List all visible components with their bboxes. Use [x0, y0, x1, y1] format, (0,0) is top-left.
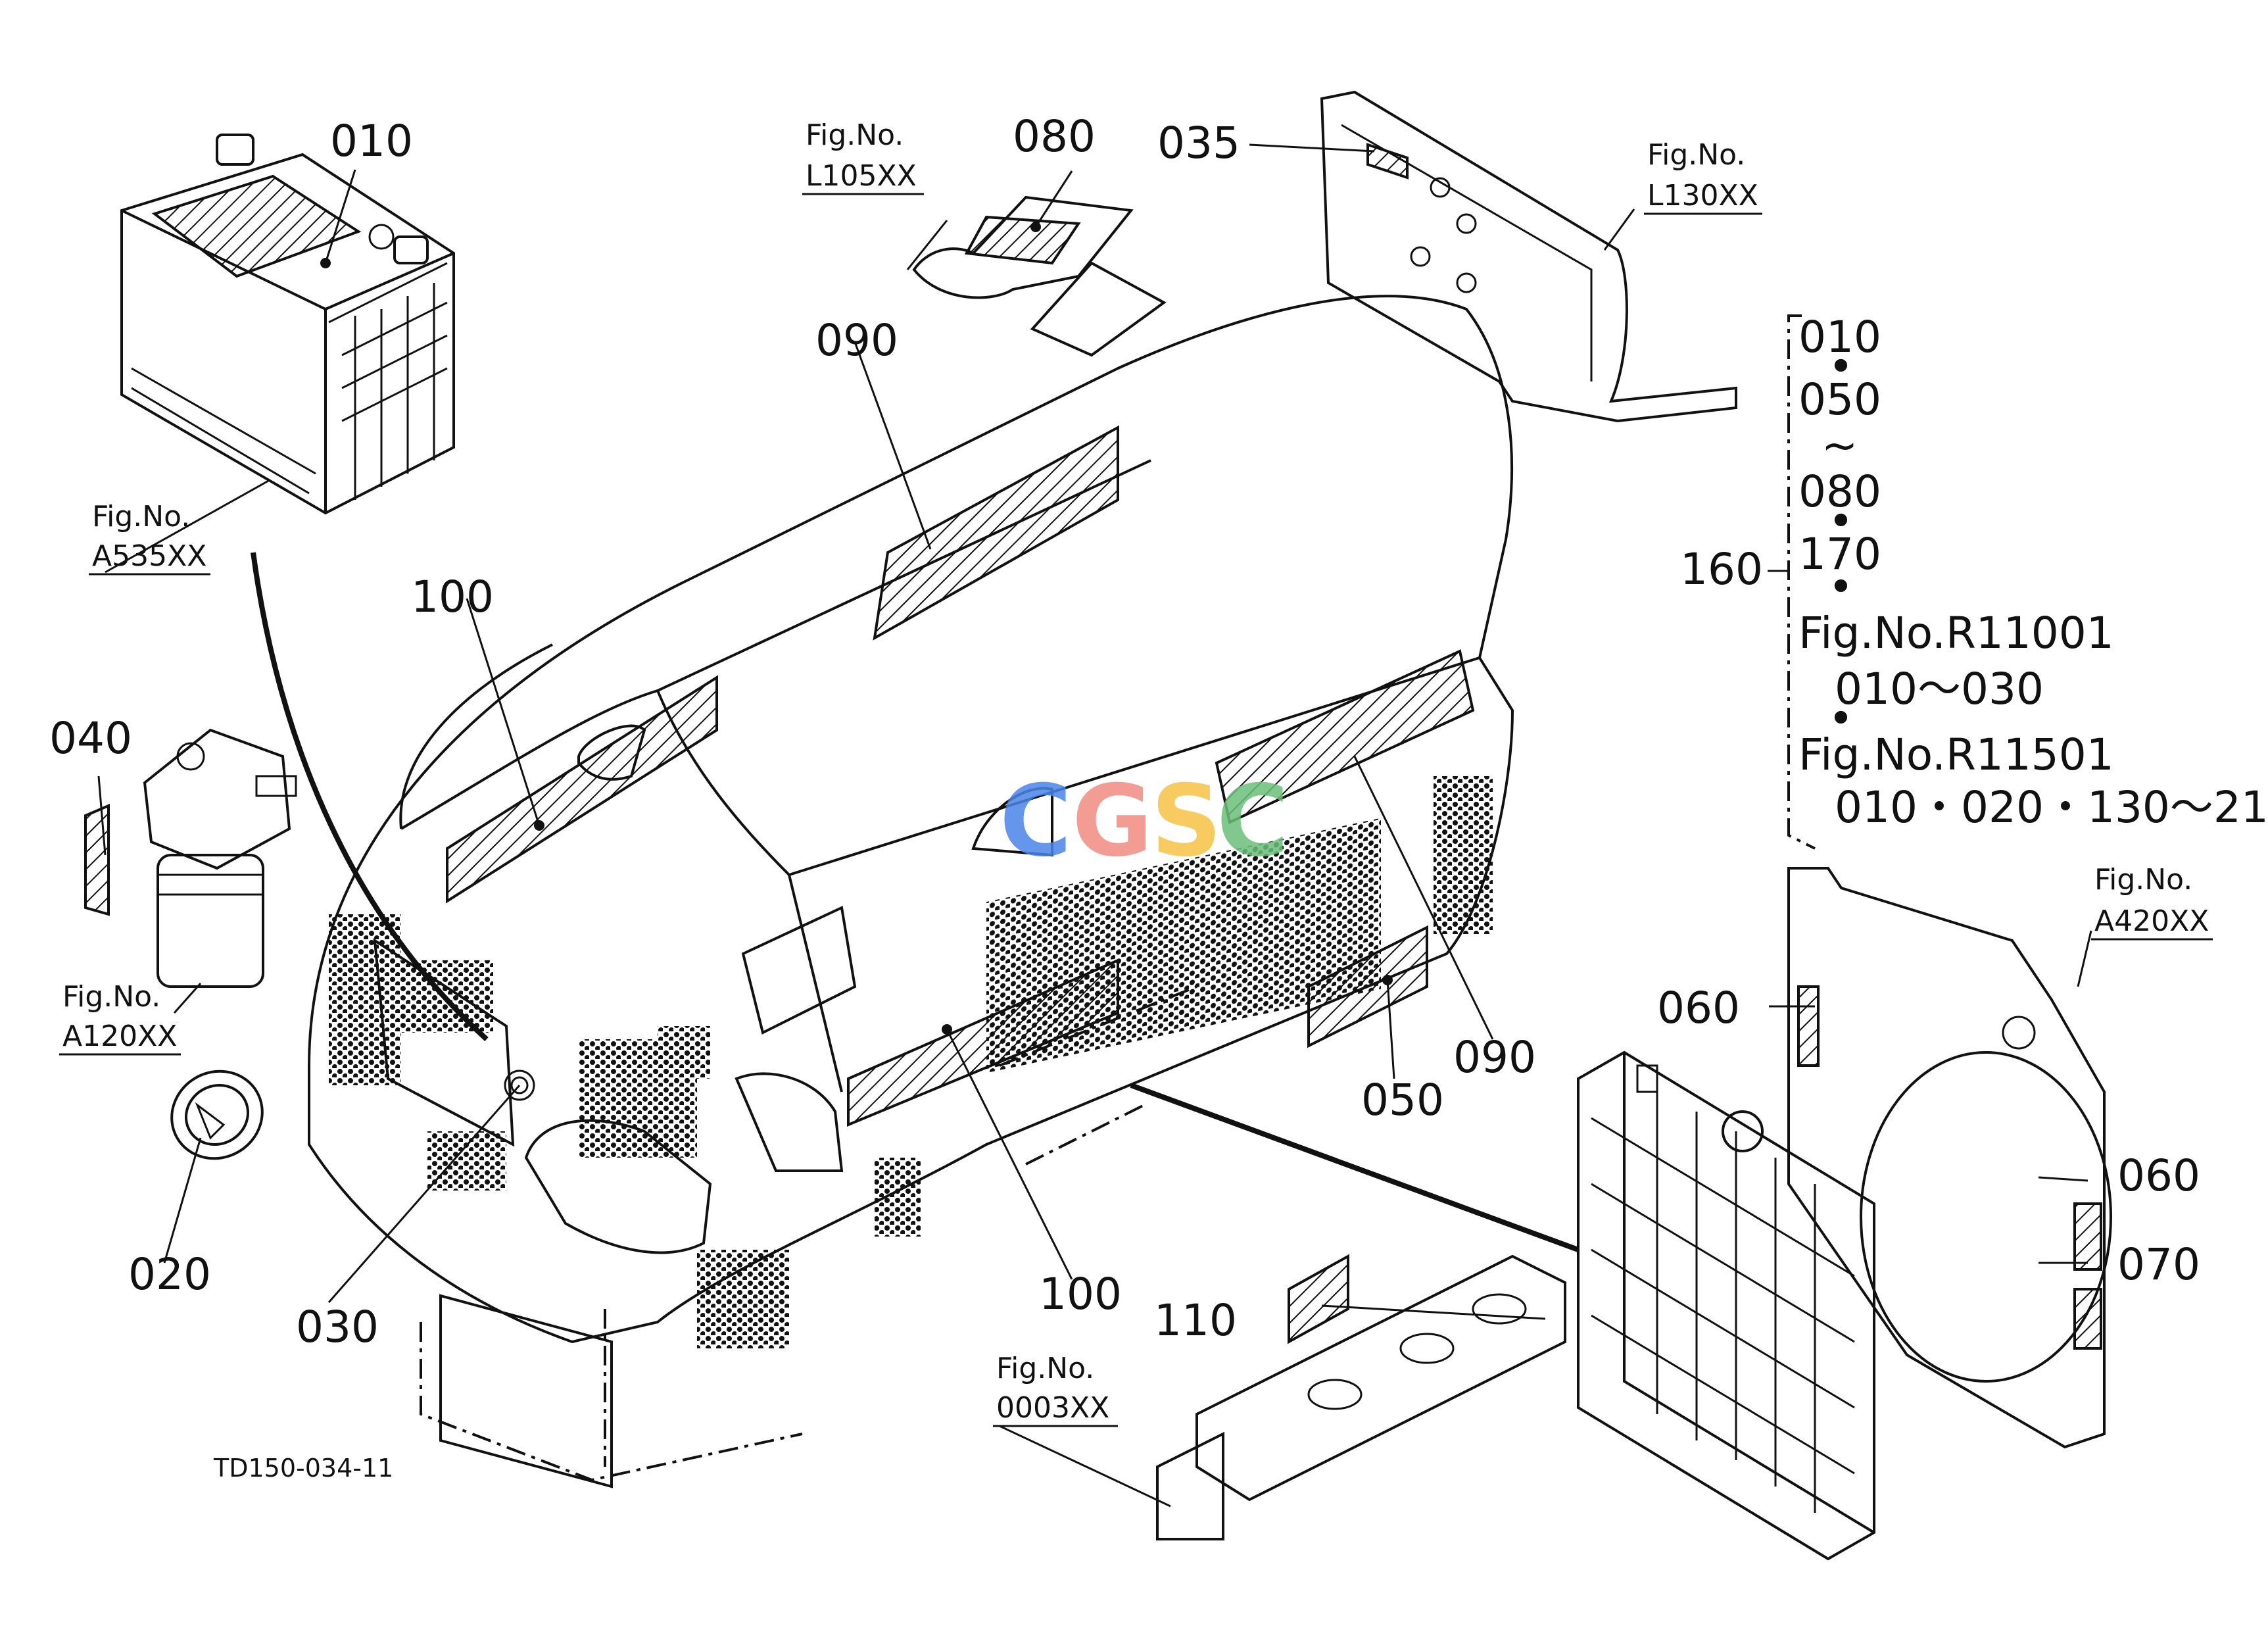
watermark: C G S C	[1000, 764, 1289, 879]
fig-ref-0003: 0003XX	[996, 1391, 1109, 1425]
fig-ref-a420: A420XX	[2094, 904, 2209, 938]
fig-ref-a535-prefix: Fig.No.	[92, 500, 190, 533]
group-160-list: 010 • 050 ~ 080 • 170 • Fig.No.R11001 01…	[1798, 312, 2268, 833]
part-label-010: 010	[330, 116, 413, 166]
part-labels: 010 080 035 090 100 040 160 060 090 050 …	[49, 111, 2200, 1352]
top-panel-080-drawing	[912, 195, 1134, 299]
part-label-030: 030	[296, 1302, 379, 1352]
part-label-020: 020	[128, 1249, 211, 1300]
frame-drawing	[1156, 1254, 1566, 1540]
part-label-035: 035	[1157, 118, 1240, 168]
fuel-filter-drawing	[84, 728, 297, 988]
drawing-code: TD150-034-11	[213, 1454, 393, 1483]
part-label-100-bottom: 100	[1039, 1269, 1122, 1319]
watermark-letter-c2: C	[1217, 764, 1289, 879]
fan-shroud-drawing	[1787, 867, 2112, 1449]
group-160-ref1-range: 010～030	[1835, 664, 2044, 714]
part-label-060-right: 060	[2117, 1150, 2200, 1201]
watermark-letter-g: G	[1072, 764, 1153, 879]
group-160-item-1: 010	[1798, 312, 1881, 362]
group-160-item-2: 050	[1798, 374, 1881, 425]
part-label-090-top: 090	[815, 315, 898, 366]
group-160-range-mark: ~	[1822, 420, 1858, 471]
group-160-dot-3: •	[1828, 562, 1854, 612]
group-160-ref2-range: 010・020・130～210	[1835, 782, 2268, 833]
battery-drawing	[120, 134, 455, 515]
fig-ref-l105-prefix: Fig.No.	[806, 118, 904, 152]
part-label-070: 070	[2117, 1239, 2200, 1290]
part-label-110: 110	[1154, 1295, 1237, 1346]
group-160-item-4: 170	[1798, 529, 1881, 579]
part-label-060-left: 060	[1657, 983, 1740, 1033]
fig-ref-a420-prefix: Fig.No.	[2094, 863, 2192, 897]
part-label-050: 050	[1361, 1075, 1444, 1125]
part-label-100-top: 100	[411, 572, 494, 622]
group-160-dot-4: •	[1828, 693, 1854, 744]
fig-ref-a120-prefix: Fig.No.	[62, 980, 160, 1014]
part-label-160: 160	[1680, 544, 1763, 595]
group-160-dot-2: •	[1828, 496, 1854, 547]
group-160-ref2-title: Fig.No.R11501	[1798, 729, 2114, 780]
group-160-dot-1: •	[1828, 341, 1854, 392]
group-160-ref1-title: Fig.No.R11001	[1798, 608, 2114, 658]
side-panel-035-drawing	[1320, 90, 1737, 423]
group-160-bracket	[1787, 314, 1816, 850]
fig-references: Fig.No. A535XX Fig.No. A120XX Fig.No. L1…	[59, 118, 2213, 1427]
leader-lines	[97, 143, 2092, 1508]
radiator-drawing	[1577, 1050, 1875, 1561]
watermark-letter-s: S	[1151, 764, 1222, 879]
watermark-letter-c1: C	[1000, 764, 1072, 879]
fig-ref-a535: A535XX	[92, 539, 206, 573]
group-160-item-3: 080	[1798, 466, 1881, 517]
part-label-090-right: 090	[1453, 1032, 1536, 1083]
fig-ref-a120: A120XX	[62, 1020, 177, 1053]
cap-020-drawing	[170, 1069, 264, 1160]
fig-ref-l130: L130XX	[1647, 179, 1758, 212]
fig-ref-0003-prefix: Fig.No.	[996, 1352, 1094, 1385]
fig-ref-l130-prefix: Fig.No.	[1647, 138, 1745, 172]
fig-ref-l105: L105XX	[806, 159, 917, 193]
hood-drawing	[308, 261, 1514, 1488]
part-label-080: 080	[1013, 111, 1096, 162]
part-label-040: 040	[49, 713, 132, 764]
